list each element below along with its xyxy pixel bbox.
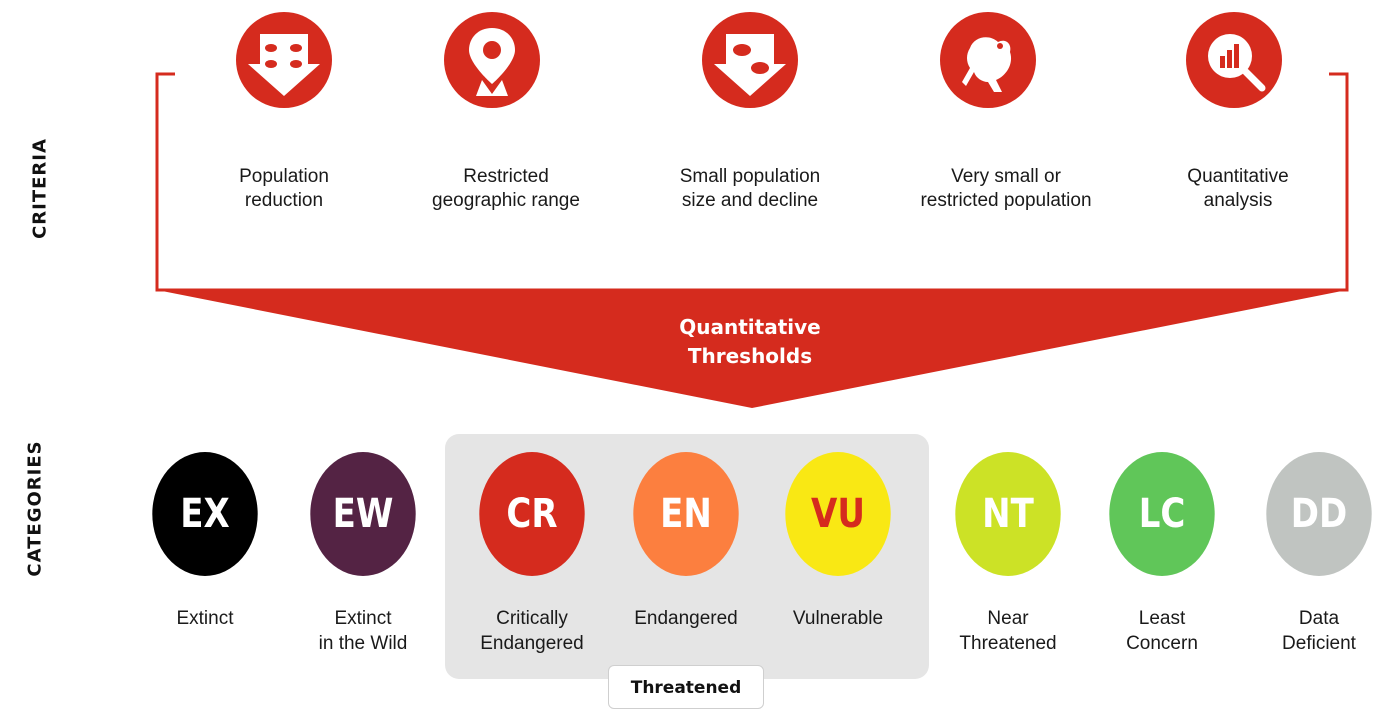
category-circle-nt: NT: [955, 452, 1061, 576]
threshold-funnel: [157, 290, 1347, 408]
location-pin-icon: [444, 12, 540, 108]
quantitative-thresholds-label: Quantitative Thresholds: [679, 315, 821, 368]
population-reduction-icon: [236, 12, 332, 108]
frog-icon: [940, 12, 1036, 108]
magnifier-chart-icon: [1186, 12, 1282, 108]
category-circle-ex: EX: [152, 452, 258, 576]
category-label-endangered: Endangered: [634, 608, 738, 629]
category-label-extinct: Extinct: [176, 608, 234, 629]
threatened-label: Threatened: [608, 665, 764, 709]
category-circle-vu: VU: [785, 452, 891, 576]
category-circle-cr: CR: [479, 452, 585, 576]
category-circle-lc: LC: [1109, 452, 1215, 576]
category-label-vulnerable: Vulnerable: [792, 608, 884, 629]
small-population-decline-icon: [702, 12, 798, 108]
category-circle-en: EN: [633, 452, 739, 576]
category-circle-dd: DD: [1266, 452, 1372, 576]
category-circle-ew: EW: [310, 452, 416, 576]
